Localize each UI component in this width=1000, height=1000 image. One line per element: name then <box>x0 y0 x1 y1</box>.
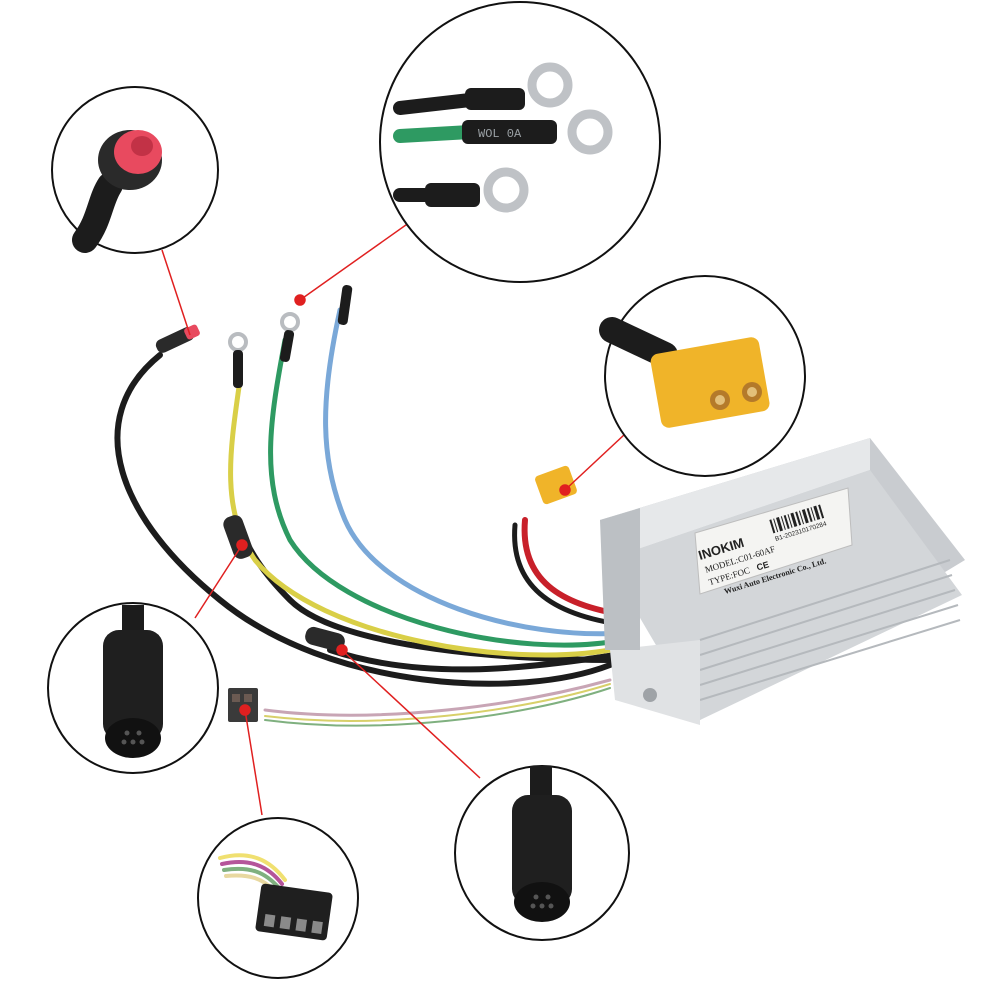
wire-print-text: WOL 0A <box>478 127 522 141</box>
wire-harness <box>114 307 628 727</box>
display-connector-small <box>223 515 253 559</box>
display-connector-callout <box>47 602 219 774</box>
yellow-ring-terminal <box>228 332 248 352</box>
barcode <box>769 504 825 534</box>
hall-signal-wires <box>263 678 612 717</box>
hall-sensor-connector-callout <box>454 765 630 941</box>
ring-terminal-2 <box>567 109 613 155</box>
black-wire-brake <box>114 352 613 687</box>
blue-spade-terminal <box>337 285 353 325</box>
display-connector-body <box>103 630 163 740</box>
green-ring-terminal <box>280 312 300 332</box>
xt60-body <box>650 337 770 428</box>
green-phase-wire <box>268 337 625 648</box>
hall-connector-body <box>512 795 572 905</box>
hall-connector-small <box>305 626 345 652</box>
brake-connector-small <box>155 327 195 353</box>
ring-terminal-1 <box>527 62 573 108</box>
red-power-wire <box>521 517 628 618</box>
ce-mark: CE <box>755 559 770 572</box>
black-wire-hall <box>327 647 618 673</box>
controller-box: INOKIM MODEL:C01-60AF TYPE:FOC CE B1-202… <box>600 438 965 725</box>
battery-xt60-connector-callout <box>599 275 806 477</box>
blue-phase-wire <box>323 307 628 637</box>
motor-connector-callout <box>197 817 359 979</box>
ring-terminal-3 <box>483 167 529 213</box>
leader-lines <box>161 214 641 816</box>
brake-connector-callout <box>51 86 219 254</box>
ring-terminals-callout: WOL 0A <box>379 1 661 283</box>
yellow-phase-wire <box>228 377 623 658</box>
black-power-wire <box>512 522 628 628</box>
